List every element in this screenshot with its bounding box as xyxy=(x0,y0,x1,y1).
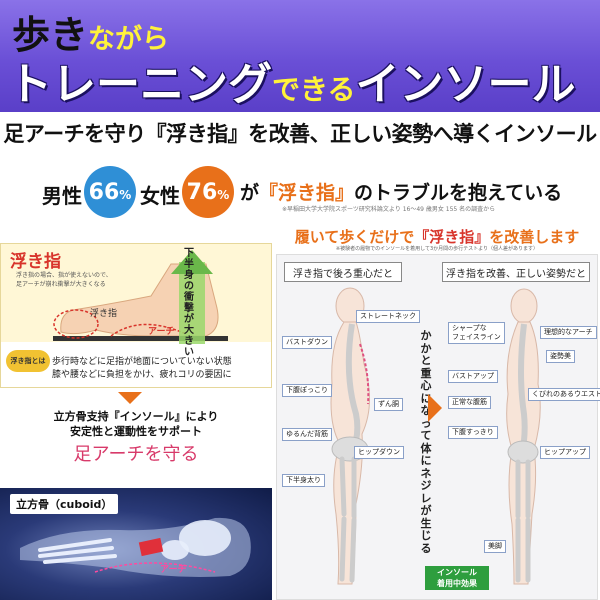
floating-toe-title: 浮き指 xyxy=(10,252,61,272)
xray-arch-label: アーチ xyxy=(160,565,187,575)
support-line-1: 立方骨支持『インソール』により xyxy=(53,410,219,423)
definition-line-2: 膝や腰などに負担をかけ、疲れコリの要因に xyxy=(52,370,232,380)
banner-text-can: できる xyxy=(272,73,356,106)
banner-text-insole: インソール xyxy=(355,59,576,110)
header-banner xyxy=(0,0,600,112)
good-posture-title: 浮き指を改善、正しい姿勢だと xyxy=(442,262,590,282)
label-bust-up: バストアップ xyxy=(448,370,498,383)
definition-line-1: 歩行時などに足指が地面についていない状態 xyxy=(52,357,232,367)
floating-toe-desc-line-2: 足アーチが崩れ衝撃が大きくなる xyxy=(16,281,106,288)
label-hip-up: ヒップアップ xyxy=(540,446,590,459)
female-percent-circle: 76% xyxy=(182,166,234,218)
floating-toe-desc-line-1: 浮き指の場合、指が使えないので、 xyxy=(16,272,112,279)
stats-suffix-ga: が xyxy=(240,182,260,204)
label-sharp-face: シャープな フェイスライン xyxy=(448,322,505,344)
banner-line-1: 歩きながら xyxy=(12,4,169,59)
bad-posture-figure xyxy=(330,287,371,585)
label-hip-down: ヒップダウン xyxy=(354,446,404,459)
right-headline: 履いて歩くだけで『浮き指』を改善します xyxy=(274,226,600,247)
down-arrow-icon xyxy=(118,392,142,404)
insole-effect-badge: インソール 着用中効果 xyxy=(425,566,489,590)
right-headline-part-2: を改善します xyxy=(489,228,580,246)
female-percent-sign: % xyxy=(217,188,230,202)
support-line-2: 安定性と運動性をサポート xyxy=(70,425,202,438)
banner-text-while: ながら xyxy=(88,24,170,55)
label-flat-belly: 下腹すっきり xyxy=(448,426,498,439)
banner-line-2: トレーニングできるインソール xyxy=(8,48,575,112)
insole-effect-line-2: 着用中効果 xyxy=(437,579,477,588)
label-curved-waist: くびれのあるウエスト xyxy=(528,388,600,401)
right-arrow-icon xyxy=(428,394,442,422)
right-headline-highlight: 『浮き指』 xyxy=(414,228,490,246)
label-normal-abs: 正常な腹筋 xyxy=(448,396,491,409)
floating-toe-tag: 浮き指 xyxy=(90,309,118,319)
good-posture-figure xyxy=(506,288,541,585)
stats-suffix-highlight: 『浮き指』 xyxy=(259,182,355,204)
label-beauty-posture: 姿勢美 xyxy=(546,350,575,363)
insole-effect-line-1: インソール xyxy=(437,568,477,577)
banner-text-training: トレーニング xyxy=(8,59,272,110)
label-straight-neck: ストレートネック xyxy=(356,310,420,323)
label-lower-body: 下半身太り xyxy=(282,474,325,487)
arch-tag: アーチ xyxy=(148,327,175,337)
label-sharp-face-line-2: フェイスライン xyxy=(452,333,501,341)
right-headline-part-1: 履いて歩くだけで xyxy=(294,228,415,246)
stats-suffix: が『浮き指』のトラブルを抱えている xyxy=(240,178,562,205)
definition-text: 歩行時などに足指が地面についていない状態 膝や腰などに負担をかけ、疲れコリの要因… xyxy=(52,356,232,382)
label-beautiful-legs: 美脚 xyxy=(484,540,506,553)
subtitle: 足アーチを守り『浮き指』を改善、正しい姿勢へ導くインソール xyxy=(3,122,597,146)
label-thick-waist: ずん胴 xyxy=(374,398,403,411)
protect-arch-text: 足アーチを守る xyxy=(73,444,199,465)
banner-text-walking: 歩き xyxy=(12,13,89,57)
definition-badge: 浮き指とは xyxy=(6,350,50,372)
label-lower-belly: 下腹ぽっこり xyxy=(282,384,332,397)
male-percent-circle: 66% xyxy=(84,166,136,218)
male-percent-sign: % xyxy=(119,188,132,202)
female-label: 女性 xyxy=(140,184,180,208)
posture-comparison-panel xyxy=(276,254,598,600)
right-note: ※被験者の履物でのインソールを着用して3か月間の歩行テストより（個人差があります… xyxy=(335,246,539,252)
stats-note: ※早稲田大学大学院スポーツ研究科論文より 16～49 歳男女 155 名の調査か… xyxy=(282,206,496,213)
foot-bone-illustration xyxy=(20,517,251,577)
floating-toe-desc: 浮き指の場合、指が使えないので、 足アーチが崩れ衝撃が大きくなる xyxy=(16,271,112,289)
cuboid-label: 立方骨（cuboid） xyxy=(10,494,119,514)
male-label: 男性 xyxy=(42,184,82,208)
stats-suffix-rest: のトラブルを抱えている xyxy=(354,182,563,204)
twist-explanation: かかと重心になって体にネジレが生じる xyxy=(420,329,432,555)
female-percent-value: 76 xyxy=(186,179,218,205)
label-sharp-face-line-1: シャープな xyxy=(452,324,487,332)
impact-text: 下半身の衝撃が大きい xyxy=(184,248,194,358)
label-ideal-arch: 理想的なアーチ xyxy=(540,326,597,339)
label-bust-down: バストダウン xyxy=(282,336,332,349)
bad-posture-title: 浮き指で後ろ重心だと xyxy=(284,262,402,282)
male-percent-value: 66 xyxy=(88,179,120,205)
label-loose-back: ゆるんだ背筋 xyxy=(282,428,332,441)
